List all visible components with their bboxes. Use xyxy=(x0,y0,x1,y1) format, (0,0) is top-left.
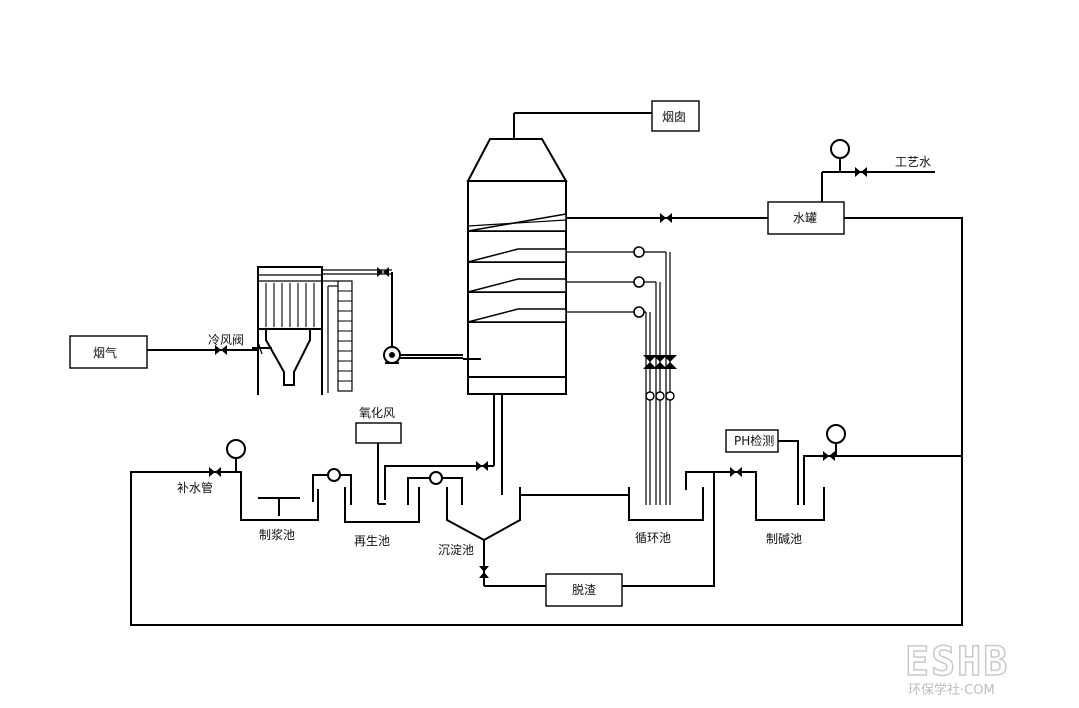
svg-text:ESHB: ESHB xyxy=(905,639,1009,685)
settling-tank-label: 沉淀池 xyxy=(438,543,474,557)
flue-gas-label: 烟气 xyxy=(93,345,117,360)
flue-gas-inlet: 烟气 冷风阀 xyxy=(69,333,258,369)
ph-check-label: PH检测 xyxy=(734,433,774,448)
water-tank-label: 水罐 xyxy=(793,211,817,225)
absorption-tower xyxy=(463,138,568,395)
oxidation-air-label: 氧化风 xyxy=(359,406,395,420)
water-supply: 工艺水 水罐 xyxy=(566,139,963,456)
circ-tank-label: 循环池 xyxy=(635,531,671,545)
regen-tank: 再生池 xyxy=(344,461,494,548)
svg-text:环保学社·COM: 环保学社·COM xyxy=(908,682,995,698)
chimney-label: 烟囱 xyxy=(662,110,686,124)
settling-tank: 沉淀池 脱渣 xyxy=(438,472,715,607)
slurry-tank-label: 制浆池 xyxy=(259,527,295,542)
cold-air-valve-label: 冷风阀 xyxy=(208,333,244,347)
desludge-label: 脱渣 xyxy=(572,582,596,597)
bag-filter xyxy=(252,266,393,395)
oxidation-air: 氧化风 xyxy=(355,406,402,504)
alkali-tank-label: 制碱池 xyxy=(766,532,802,546)
alkali-tank: 制碱池 PH检测 xyxy=(725,429,825,546)
makeup-pipe-label: 补水管 xyxy=(177,480,213,495)
makeup-water: 补水管 xyxy=(130,424,963,626)
process-water-label: 工艺水 xyxy=(895,155,931,169)
spray-circulation xyxy=(566,246,677,505)
chimney: 烟囱 xyxy=(513,100,700,139)
draft-fan xyxy=(383,346,463,364)
watermark-logo: ESHB 环保学社·COM xyxy=(904,638,1009,698)
slurry-tank: 制浆池 xyxy=(240,468,352,542)
circulation-tank: 循环池 xyxy=(628,467,757,545)
regen-tank-label: 再生池 xyxy=(354,534,390,548)
